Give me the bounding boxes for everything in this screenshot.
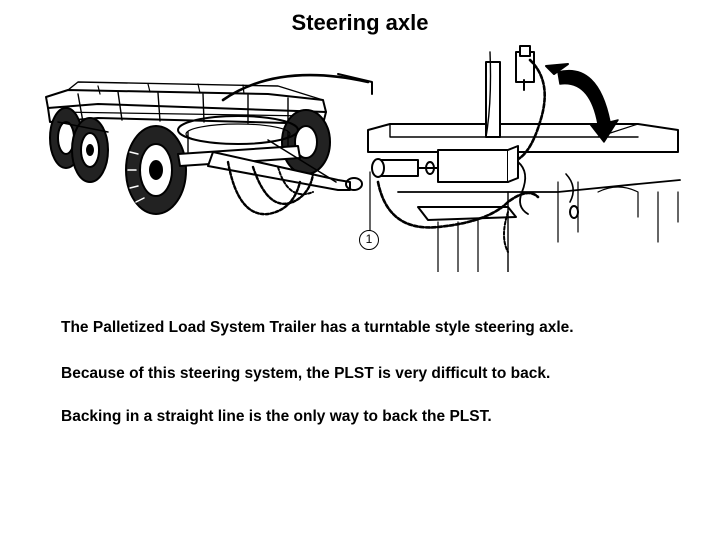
- callout-number: 1: [365, 232, 373, 246]
- callout-1-badge: 1: [359, 230, 379, 250]
- trailer-illustration: [45, 73, 373, 216]
- paragraph-2: Because of this steering system, the PLS…: [61, 365, 551, 382]
- slide-title: Steering axle: [291, 10, 429, 35]
- paragraph-1: The Palletized Load System Trailer has a…: [61, 319, 574, 336]
- steering-axle-figure: 1: [38, 42, 688, 272]
- rotation-arrow-icon: [545, 63, 619, 143]
- paragraph-3: Backing in a straight line is the only w…: [61, 408, 492, 425]
- hitch-detail-illustration: [367, 45, 681, 272]
